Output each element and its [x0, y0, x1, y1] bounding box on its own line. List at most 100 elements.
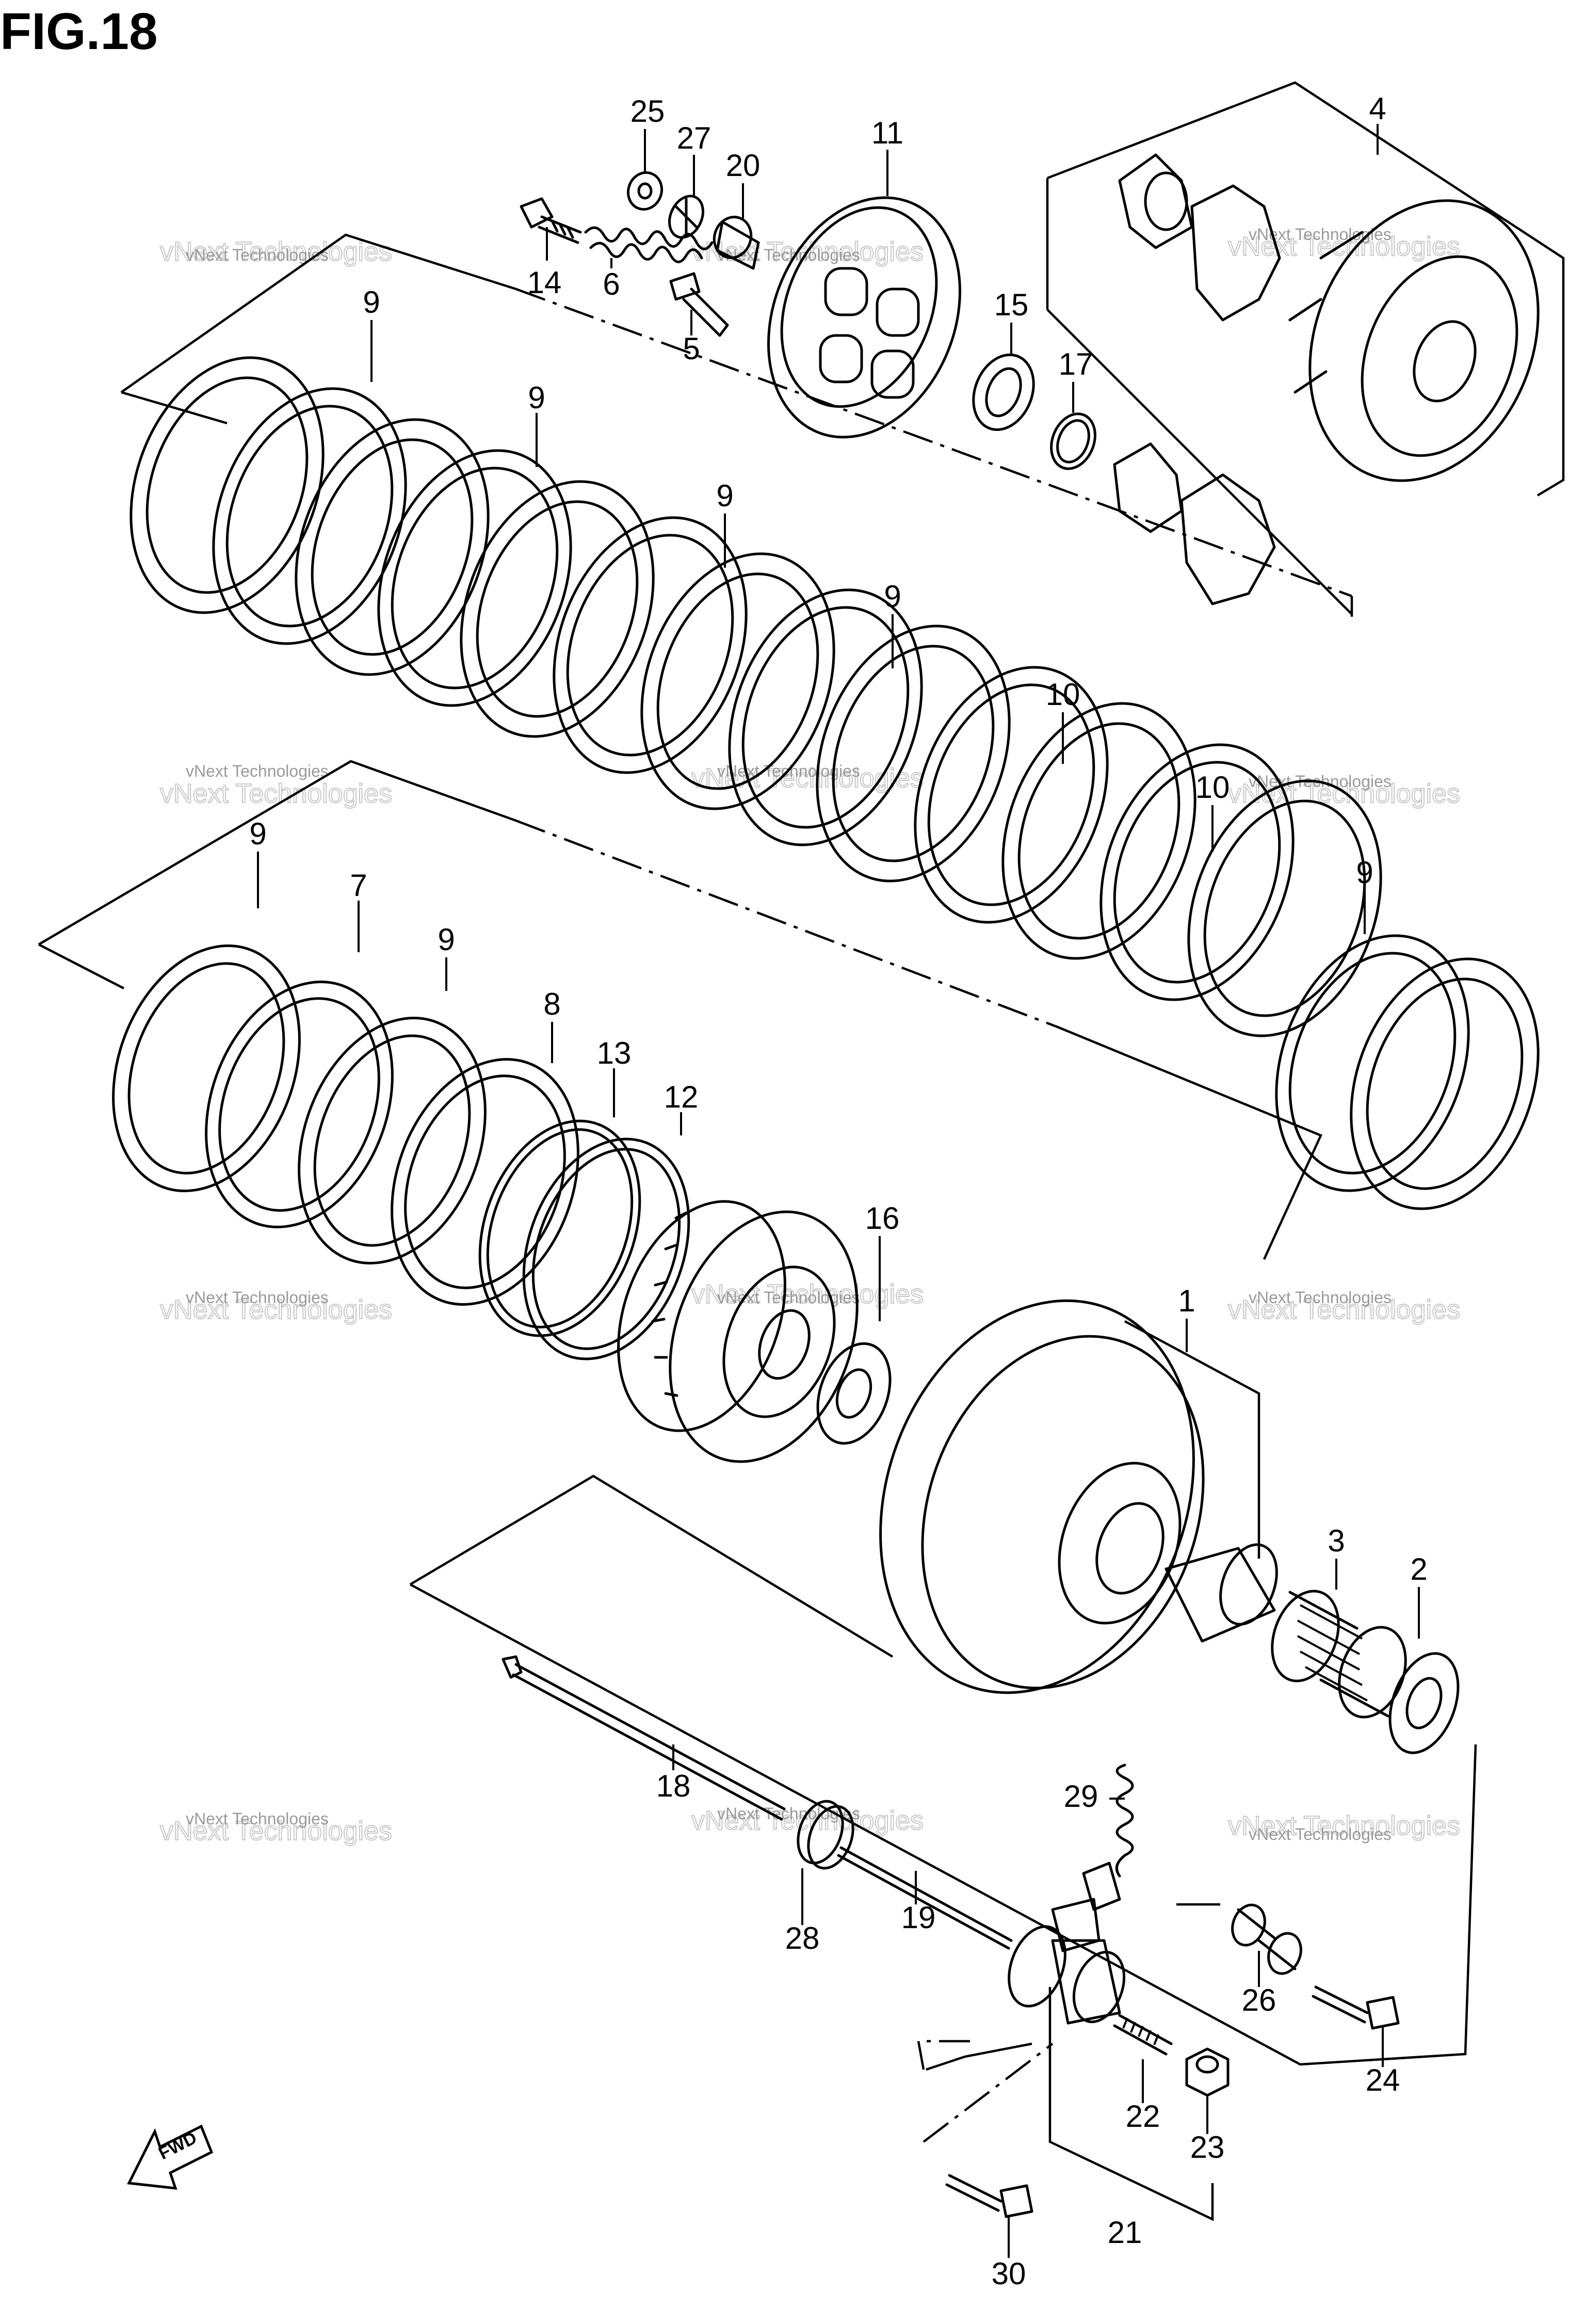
watermark-large: vNext Technologies	[1228, 1295, 1460, 1325]
leader-lines	[257, 124, 1420, 2258]
forward-direction-badge: FWD	[127, 2124, 214, 2190]
lever-bracket-21	[917, 1903, 1220, 2221]
callout-9: 9	[363, 285, 380, 319]
callout-29: 29	[1064, 1779, 1098, 1814]
watermark-large: vNext Technologies	[1228, 1811, 1460, 1841]
watermark-small: vNext Technologies	[717, 1288, 860, 1307]
callout-9: 9	[249, 816, 266, 851]
watermark-large: vNext Technologies	[160, 1295, 392, 1325]
plates-bracket-lower	[38, 760, 1323, 1260]
callout-9: 9	[884, 579, 901, 614]
part-16-washer	[816, 1342, 892, 1445]
part-15-seal	[972, 353, 1035, 431]
callout-18: 18	[656, 1769, 691, 1803]
callout-9: 9	[528, 380, 545, 415]
part-sleeve-hub	[617, 1200, 859, 1463]
plate	[205, 981, 394, 1228]
figure-title: FIG.18	[0, 3, 158, 60]
part-30-bolt	[945, 2174, 1033, 2218]
part-26-sleeve	[1231, 1903, 1302, 1975]
plate	[1099, 743, 1295, 1001]
plate	[1350, 957, 1540, 1210]
callout-2: 2	[1410, 1552, 1427, 1586]
part-19-push-rod	[837, 1846, 1013, 1950]
callout-28: 28	[785, 1921, 820, 1956]
callout-7: 7	[350, 868, 367, 903]
plate	[460, 480, 655, 738]
part-24-bolt	[1312, 1985, 1400, 2030]
plate	[1001, 702, 1196, 960]
watermark-group: vNext Technologies vNext Technologies vN…	[159, 225, 1461, 1847]
callout-9: 9	[716, 478, 733, 513]
part-12-spring-ring	[522, 1137, 690, 1360]
callout-3: 3	[1328, 1524, 1345, 1558]
plate	[728, 588, 923, 846]
part-29-spring	[1115, 1764, 1134, 1878]
watermark-large: vNext Technologies	[691, 1806, 924, 1836]
callout-21: 21	[1108, 2215, 1142, 2250]
part-14-bolt	[520, 197, 582, 244]
watermark-small: vNext Technologies	[186, 246, 329, 264]
watermark-large: vNext Technologies	[160, 237, 392, 267]
callout-25: 25	[630, 94, 665, 129]
part-18-push-rod	[502, 1655, 786, 1821]
callout-9: 9	[438, 922, 455, 957]
callout-22: 22	[1126, 2099, 1160, 2134]
callout-23: 23	[1190, 2130, 1225, 2165]
part-1-clutch-housing	[879, 1299, 1278, 1694]
callout-5: 5	[683, 331, 700, 366]
part-27-washer	[668, 195, 704, 239]
callout-20: 20	[726, 148, 761, 183]
forward-arrow-icon	[127, 2124, 214, 2190]
lower-plate-stack	[112, 944, 690, 1360]
part-20-bearing	[713, 216, 760, 270]
part-22-stud	[1113, 2014, 1173, 2056]
callout-4: 4	[1369, 91, 1386, 126]
plate	[553, 516, 748, 774]
watermark-small: vNext Technologies	[1249, 1288, 1392, 1307]
part-6-spring	[584, 226, 714, 263]
plate	[1275, 934, 1470, 1192]
plate	[377, 449, 572, 707]
part-17-ring	[1050, 412, 1096, 470]
callout-8: 8	[543, 987, 560, 1021]
plate	[298, 1017, 487, 1264]
part-28-seal	[797, 1800, 854, 1870]
part-25-washer	[627, 171, 663, 211]
plate	[130, 356, 325, 614]
upper-plate-stack	[130, 356, 1540, 1210]
callout-1: 1	[1178, 1284, 1195, 1318]
plate	[816, 624, 1011, 883]
callout-11: 11	[871, 116, 903, 150]
callout-6: 6	[603, 267, 620, 301]
plate	[112, 944, 301, 1192]
plate	[212, 387, 407, 645]
callout-15: 15	[994, 287, 1029, 322]
watermark-large: vNext Technologies	[691, 1279, 924, 1309]
callout-19: 19	[901, 1900, 936, 1935]
watermark-small: vNext Technologies	[186, 1288, 329, 1307]
part-23-nut	[1185, 2047, 1230, 2097]
watermark-small: vNext Technologies	[186, 1809, 329, 1828]
callout-16: 16	[865, 1201, 900, 1236]
watermark-large: vNext Technologies	[1228, 232, 1460, 262]
callout-13: 13	[597, 1036, 632, 1070]
assembly-bracket-4	[1046, 81, 1565, 615]
part-21-release-cam	[1008, 1862, 1126, 2025]
plate	[295, 418, 490, 676]
plate	[914, 666, 1109, 924]
watermark-small: vNext Technologies	[1249, 1825, 1392, 1844]
plate	[640, 552, 835, 810]
callout-10: 10	[1046, 677, 1080, 712]
part-11-pressure-plate	[767, 196, 962, 439]
part-3-needle-bearing	[1271, 1590, 1407, 1719]
part-5-pin	[669, 272, 729, 337]
part-13-ring	[478, 1119, 641, 1337]
callout-26: 26	[1242, 1983, 1276, 2017]
callout-17: 17	[1059, 347, 1093, 381]
callout-30: 30	[992, 2256, 1026, 2291]
part-4-hub-assembly	[1113, 153, 1540, 605]
callout-24: 24	[1366, 2063, 1400, 2097]
